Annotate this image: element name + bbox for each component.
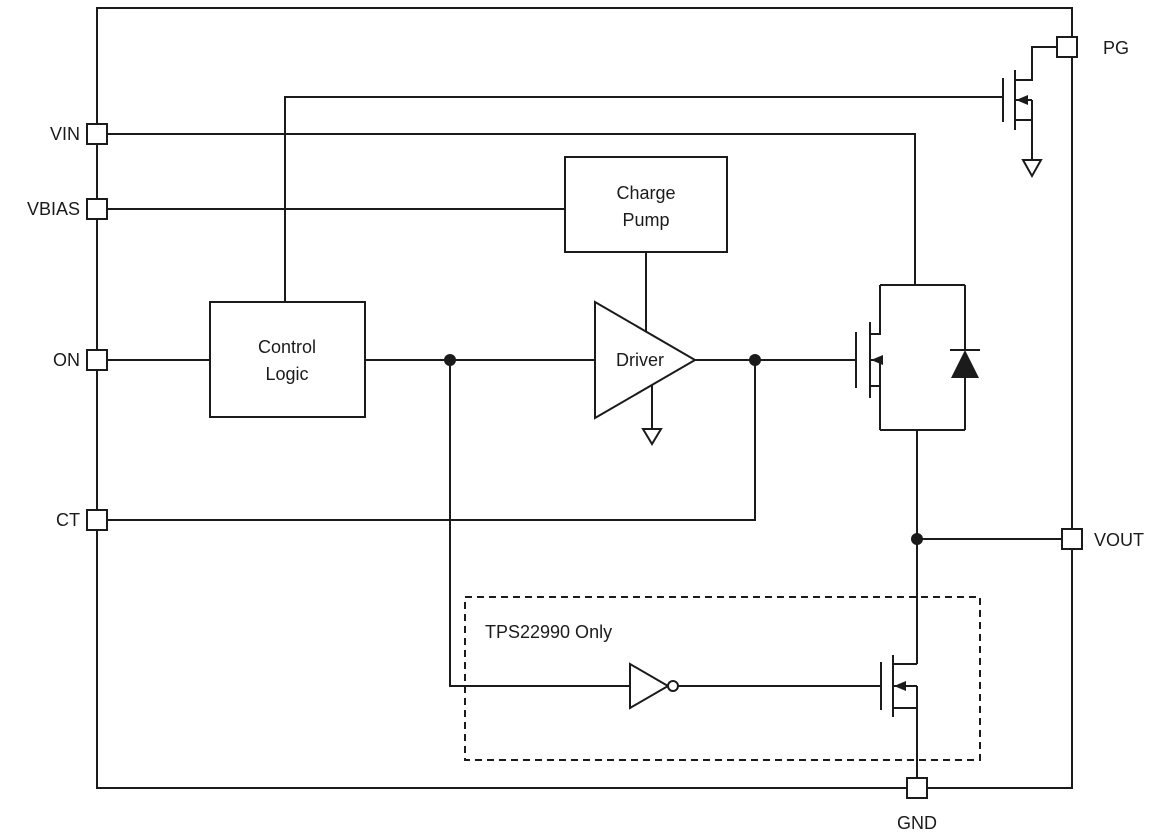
pin-on-label: ON	[53, 350, 80, 370]
pin-vbias: VBIAS	[27, 198, 108, 220]
discharge-fet	[880, 655, 918, 778]
wire-vout-net	[880, 429, 1062, 664]
junction-dot-vout	[911, 533, 923, 545]
pg-fet-leads	[1015, 46, 1057, 160]
body-diode-triangle-icon	[951, 350, 979, 378]
control-logic-block: Control Logic	[209, 301, 366, 418]
discharge-fet-arrow-icon	[894, 681, 906, 691]
wire-pg-gate-net	[284, 96, 1003, 302]
control-logic-label-line1: Control	[258, 337, 316, 357]
pin-vin-terminal	[86, 123, 108, 145]
wire-driver-out-ct-net	[107, 359, 856, 521]
pin-vin: VIN	[50, 123, 108, 145]
charge-pump-label-line1: Charge	[616, 183, 675, 203]
junction-dot-driver-out	[749, 354, 761, 366]
charge-pump-outline	[564, 156, 728, 253]
charge-pump-block: Charge Pump	[564, 156, 728, 253]
pin-ct-terminal	[86, 509, 108, 531]
pass-fet-arrow-icon	[871, 355, 883, 365]
pg-fet	[1002, 46, 1057, 179]
pin-vbias-terminal	[86, 198, 108, 220]
tps22990-only-region: TPS22990 Only	[464, 596, 981, 761]
pass-fet	[855, 285, 883, 430]
inverter	[629, 662, 881, 710]
driver-buffer: Driver	[594, 300, 697, 446]
pin-gnd-label: GND	[897, 813, 937, 833]
pin-ct: CT	[56, 509, 108, 531]
junction-dot-on-branch	[444, 354, 456, 366]
dashed-region-label: TPS22990 Only	[485, 622, 612, 642]
driver-label: Driver	[616, 350, 664, 370]
body-diode	[950, 285, 980, 430]
wire-vin-net	[107, 133, 965, 286]
pin-vout-label: VOUT	[1094, 530, 1144, 550]
pin-pg-label: PG	[1103, 38, 1129, 58]
pin-ct-label: CT	[56, 510, 80, 530]
pg-fet-arrow-icon	[1016, 95, 1028, 105]
driver-triangle	[594, 300, 697, 420]
pin-gnd: GND	[897, 777, 937, 833]
wire-control-to-driver-net	[365, 359, 630, 687]
dashed-region-outline	[464, 596, 981, 761]
driver-ground-icon	[641, 428, 663, 446]
pin-vin-label: VIN	[50, 124, 80, 144]
pin-on: ON	[53, 349, 108, 371]
pg-ground-icon	[1021, 159, 1043, 179]
pin-pg-terminal	[1056, 36, 1078, 58]
pin-vout: VOUT	[1061, 528, 1144, 550]
pin-vbias-label: VBIAS	[27, 199, 80, 219]
pin-gnd-terminal	[906, 777, 928, 799]
pin-pg: PG	[1056, 36, 1129, 58]
pin-on-terminal	[86, 349, 108, 371]
inverter-triangle	[629, 662, 670, 710]
charge-pump-label-line2: Pump	[622, 210, 669, 230]
ic-boundary	[96, 7, 1073, 789]
control-logic-label-line2: Logic	[265, 364, 308, 384]
control-logic-outline	[209, 301, 366, 418]
pin-vout-terminal	[1061, 528, 1083, 550]
inverter-bubble-icon	[667, 680, 679, 692]
